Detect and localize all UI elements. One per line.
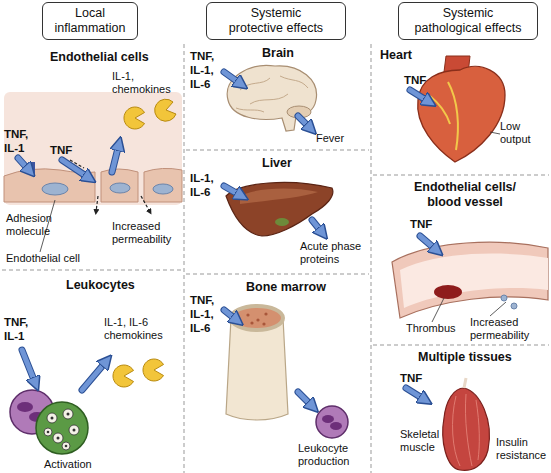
cytokine-label: TNF (400, 372, 422, 386)
panel-heading: Liver (262, 156, 292, 171)
annotation-label: Adhesion molecule (6, 212, 58, 238)
signal-arrows (18, 72, 434, 404)
annotation-label: Increased permeability (470, 316, 545, 342)
panel-dividers (2, 44, 549, 473)
annotation-label: Activation (44, 458, 92, 471)
column-header-box: Systemic pathological effects (398, 2, 538, 40)
panel-heading: Brain (262, 46, 294, 61)
panel-heading: Endothelial cells/ blood vessel (400, 180, 530, 210)
vessel-drawing (392, 242, 548, 322)
cytokine-label: TNF, IL-1 (4, 316, 38, 344)
annotation-label: Leukocyte production (298, 442, 364, 468)
brain-drawing (227, 65, 316, 131)
cytokine-label: TNF (410, 218, 432, 232)
column-header-text: Local inflammation (50, 6, 130, 36)
cytokine-label: IL-1, IL-6 (190, 172, 224, 200)
annotation-label: Thrombus (406, 322, 456, 335)
panel-heading: Leukocytes (66, 278, 135, 293)
panel-heading: Bone marrow (246, 280, 326, 295)
column-header-text: Systemic protective effects (226, 6, 326, 36)
annotation-label: Skeletal muscle (400, 428, 448, 454)
column-header-box: Systemic protective effects (206, 2, 346, 40)
annotation-label: Acute phase proteins (300, 240, 366, 266)
column-header-box: Local inflammation (42, 2, 138, 40)
muscle-drawing (443, 378, 490, 470)
bone-drawing (226, 306, 348, 438)
cytokine-label: TNF, IL-1 (4, 128, 38, 156)
annotation-label: Increased permeability (112, 220, 182, 246)
panel-heading: Endothelial cells (50, 50, 149, 65)
column-header-text: Systemic pathological effects (412, 6, 524, 36)
annotation-label: Fever (316, 132, 344, 145)
panel-heading: Multiple tissues (418, 350, 512, 365)
cytokine-label: TNF (50, 144, 72, 158)
cytokine-label: TNF, IL-1, IL-6 (190, 294, 224, 335)
liver-drawing (226, 182, 333, 236)
annotation-label: IL-1, chemokines (112, 70, 176, 96)
annotation-label: Insulin resistance (496, 436, 550, 462)
cytokine-label: TNF, IL-1, IL-6 (190, 50, 224, 91)
panel-heading: Heart (380, 48, 412, 63)
cytokine-label: TNF (404, 74, 426, 88)
annotation-label: Endothelial cell (6, 252, 80, 265)
annotation-label: Low output (500, 120, 540, 146)
endothelium-drawing (4, 92, 182, 252)
heart-drawing (418, 56, 505, 162)
annotation-label: IL-1, IL-6 chemokines (104, 316, 168, 342)
